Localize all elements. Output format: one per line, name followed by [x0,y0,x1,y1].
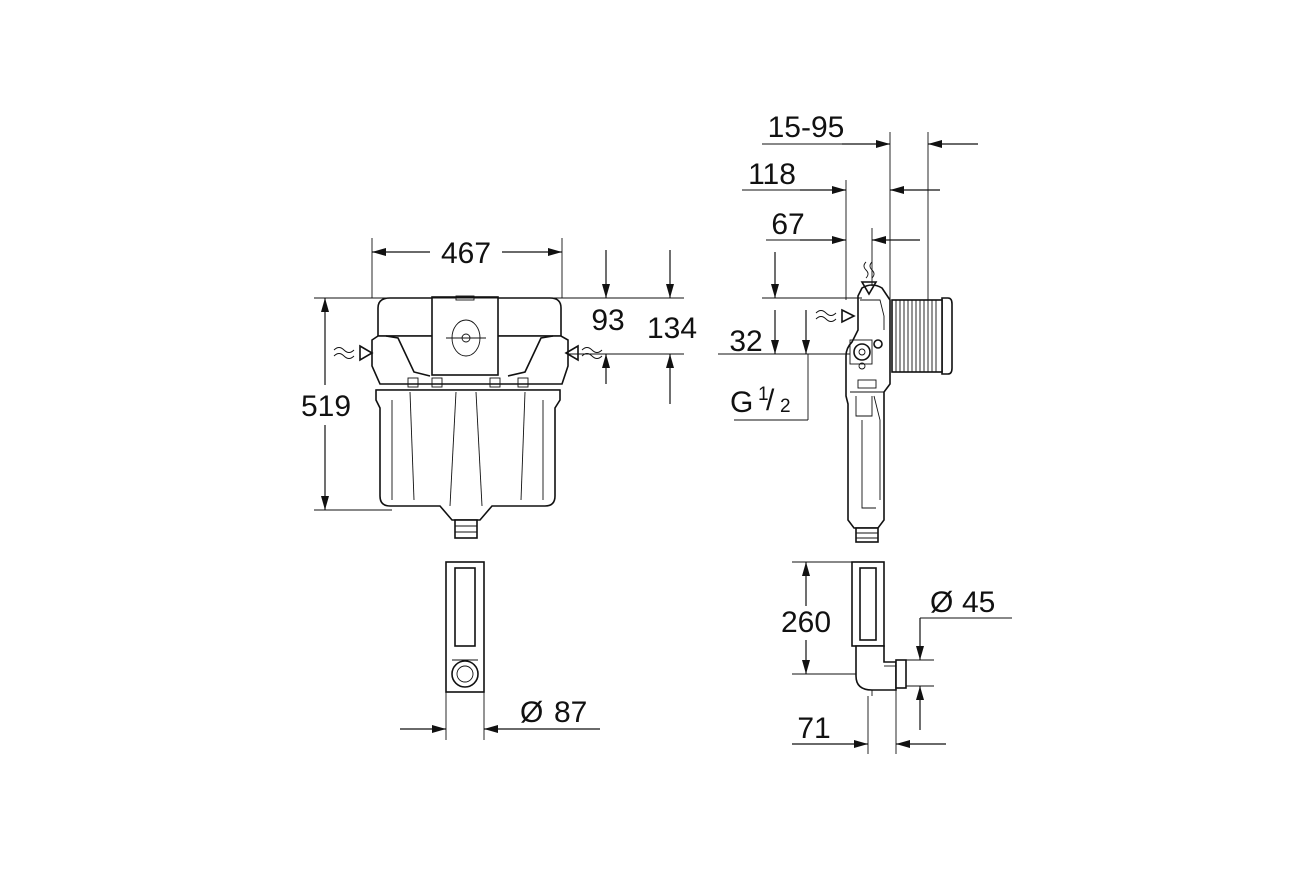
dimension-93: 93 [568,250,625,384]
dimension-15-95: 15-95 [762,111,978,300]
label-thread-slash: / [766,384,775,417]
water-inlet-icon [564,344,603,362]
label-93: 93 [591,304,624,337]
dimension-134: 134 [612,250,697,404]
label-260: 260 [781,606,831,639]
label-15-95: 15-95 [768,111,845,144]
water-inlet-icon [815,308,856,324]
label-45: 45 [962,586,995,619]
label-67: 67 [771,208,804,241]
dimension-diameter-87: Ø 87 [400,696,600,733]
front-view-cistern [371,295,569,539]
side-view-flush-pipe [851,561,907,754]
label-134: 134 [647,312,697,345]
label-467: 467 [441,237,491,270]
label-118: 118 [748,158,796,191]
dimension-width-467: 467 [371,237,563,298]
label-32: 32 [729,325,762,358]
water-inlet-icon [333,344,374,362]
dimension-71: 71 [792,712,946,748]
label-thread-num: 1 [758,384,769,405]
label-thread-prefix: G [730,386,753,419]
front-view-flush-pipe [445,561,485,740]
label-diameter-symbol-87: Ø [520,696,543,729]
dimension-thread: G 1 / 2 [730,354,809,421]
dimension-32: 32 [718,252,862,358]
label-519: 519 [301,390,351,423]
dimension-height-519: 519 [301,297,684,511]
label-71: 71 [797,712,830,745]
dimension-67: 67 [766,208,920,286]
dimension-118: 118 [742,158,940,300]
label-diameter-symbol-45: Ø [930,586,953,619]
side-view-cistern [845,284,953,543]
dimension-diameter-45: Ø 45 [906,586,1012,730]
dimension-260: 260 [781,561,856,675]
label-thread-den: 2 [780,396,791,417]
label-87: 87 [554,696,587,729]
